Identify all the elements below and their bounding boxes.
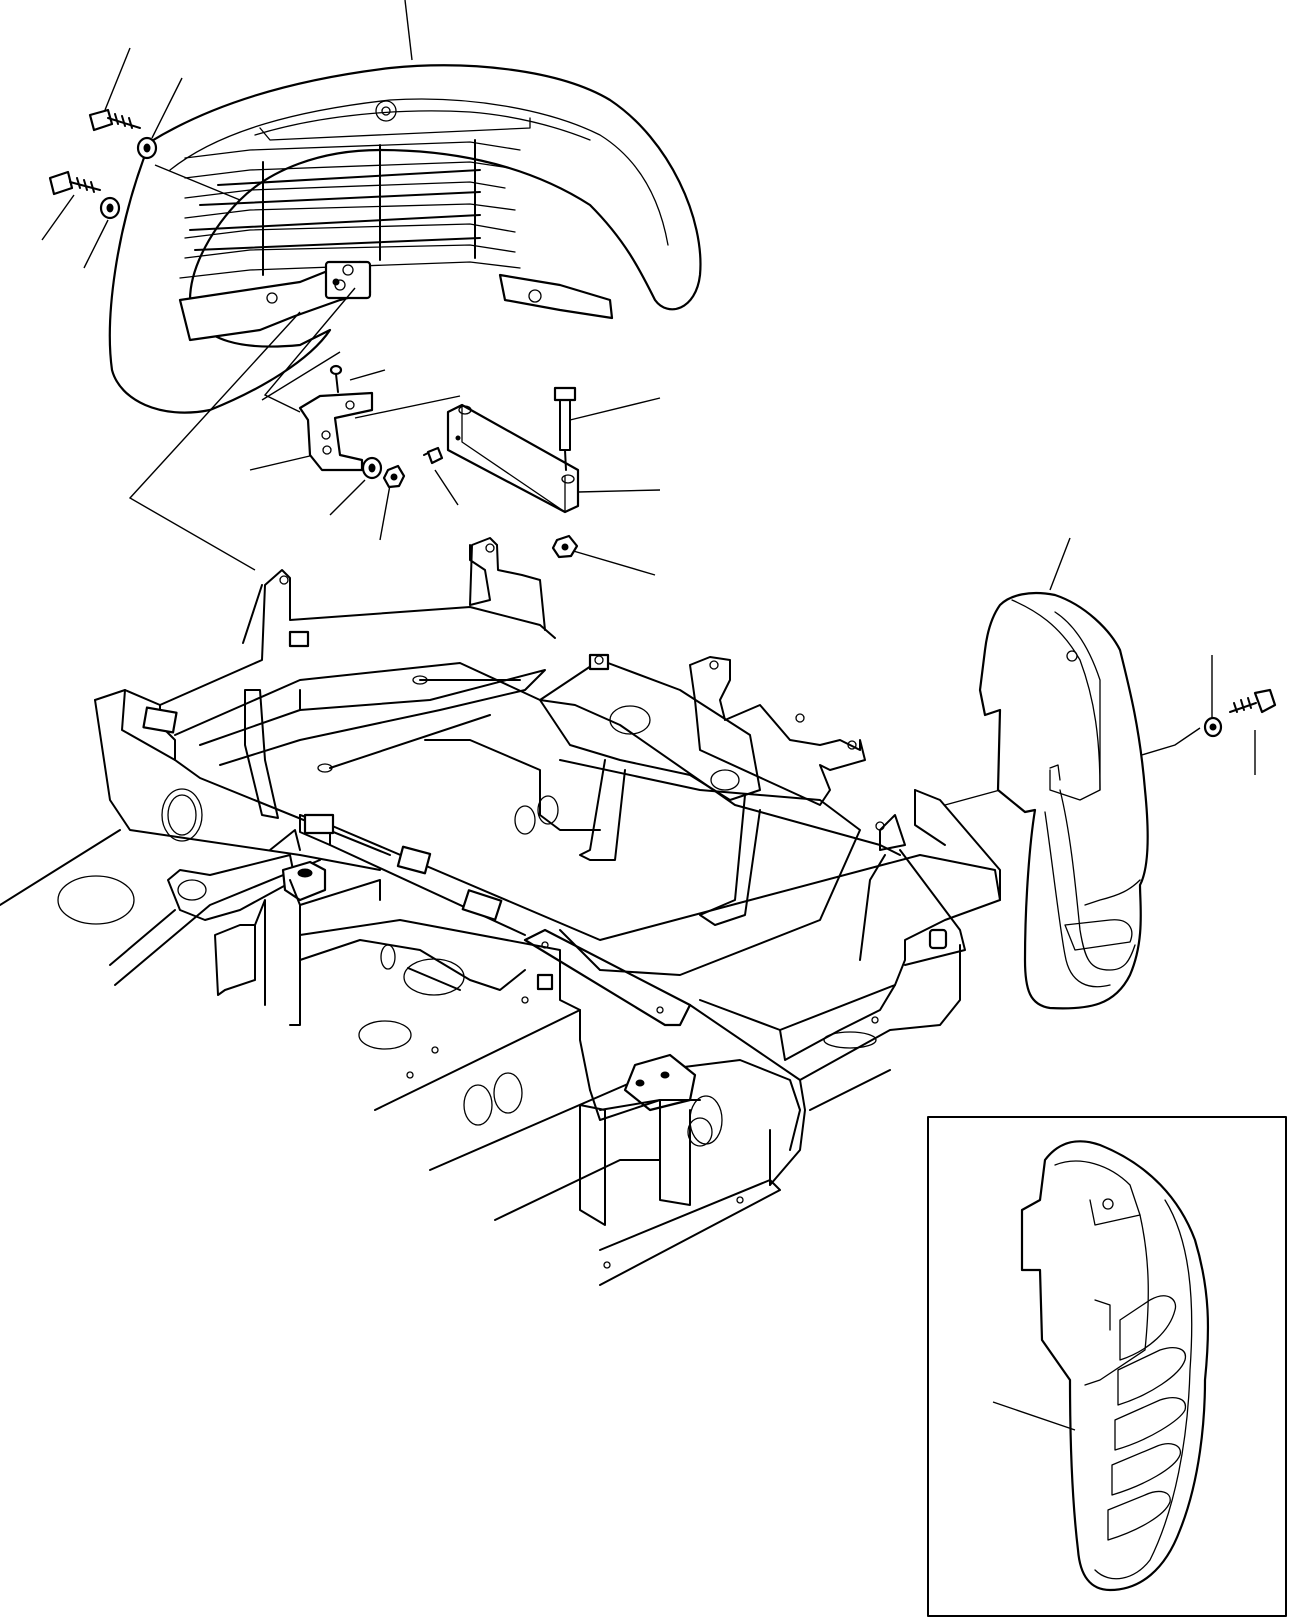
detail-cover[interactable] bbox=[1020, 1140, 1210, 1592]
detail-inset bbox=[927, 1116, 1287, 1617]
side-cover[interactable] bbox=[978, 591, 1149, 1010]
washer-upper-left[interactable] bbox=[136, 136, 158, 160]
leader-detail bbox=[992, 1401, 1076, 1431]
washer-right[interactable] bbox=[1203, 716, 1223, 738]
bolt-right[interactable] bbox=[1229, 688, 1277, 714]
bolt-upper-left[interactable] bbox=[88, 108, 141, 132]
spacer[interactable] bbox=[446, 403, 580, 514]
long-bolt[interactable] bbox=[553, 386, 577, 471]
small-bolt-bracket[interactable] bbox=[329, 364, 343, 393]
nut-washer-bracket[interactable] bbox=[361, 456, 406, 489]
grease-fitting[interactable] bbox=[423, 446, 444, 465]
bracket[interactable] bbox=[298, 391, 374, 472]
washer-lower-left[interactable] bbox=[99, 196, 121, 220]
counterweight-cover[interactable] bbox=[108, 64, 702, 414]
revolving-frame bbox=[0, 537, 1001, 1286]
nut-spacer[interactable] bbox=[551, 534, 579, 559]
bolt-lower-left[interactable] bbox=[48, 170, 101, 196]
